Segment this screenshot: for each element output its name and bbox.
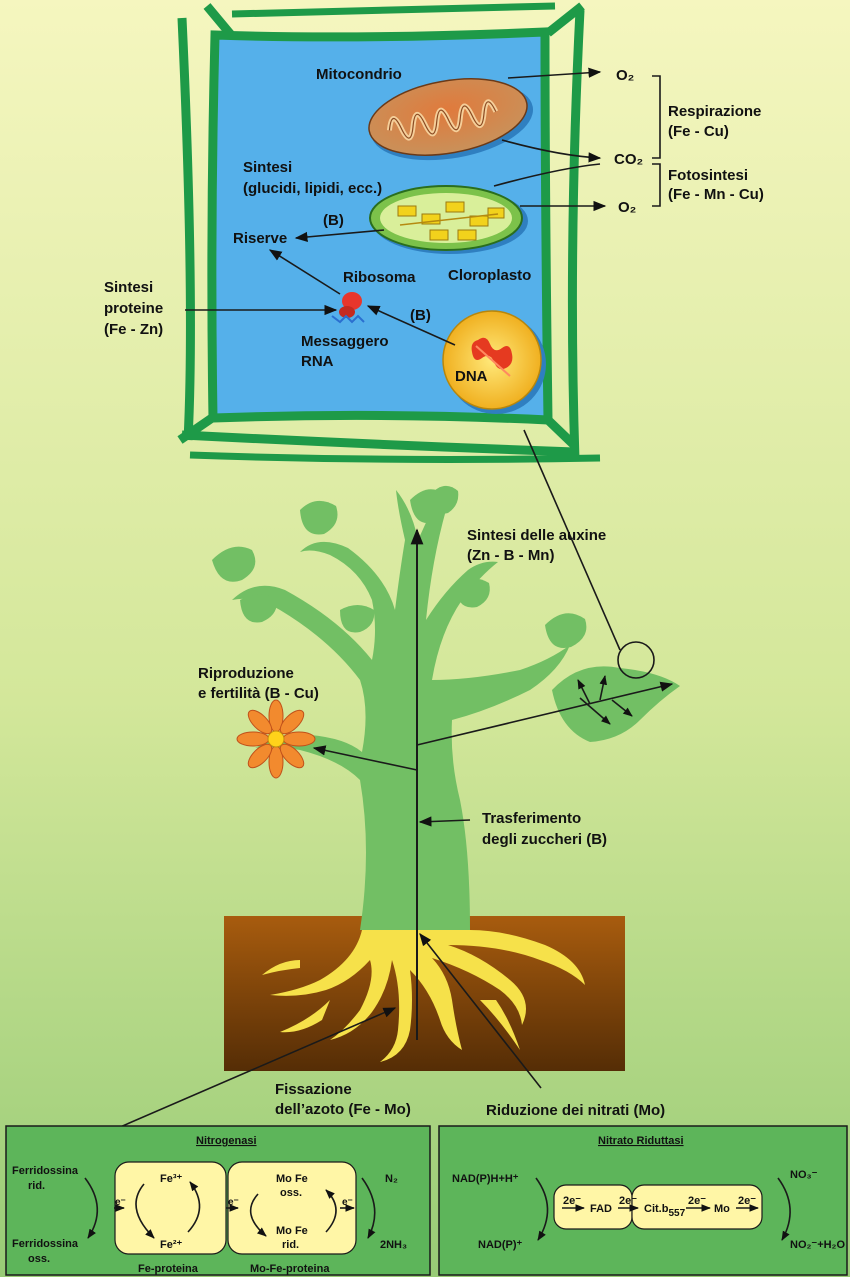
label-mofe-rid-2: rid. [282, 1239, 299, 1251]
label-cloroplasto: Cloroplasto [448, 267, 531, 284]
label-riserve: Riserve [233, 230, 287, 247]
label-fe-proteina: Fe-proteina [138, 1263, 199, 1275]
label-dna: DNA [455, 368, 488, 385]
label-fe2: Fe²⁺ [160, 1239, 183, 1251]
label-mitocondrio: Mitocondrio [316, 66, 402, 83]
label-co2: CO₂ [614, 151, 643, 168]
label-auxine: Sintesi delle auxine [467, 527, 606, 544]
label-2nh3: 2NH₃ [380, 1239, 407, 1251]
label-fissazione-2: dell’azoto (Fe - Mo) [275, 1101, 411, 1118]
label-rna: RNA [301, 353, 334, 370]
label-n2: N₂ [385, 1173, 398, 1185]
label-ferridossina-rid-2: rid. [28, 1180, 45, 1192]
label-nadp: NAD(P)⁺ [478, 1239, 522, 1251]
label-riproduzione: Riproduzione [198, 665, 294, 682]
nitrato-panel: Nitrato Riduttasi [439, 1126, 847, 1275]
label-fe3: Fe³⁺ [160, 1173, 183, 1185]
label-proteine: proteine [104, 300, 163, 317]
label-respirazione: Respirazione [668, 103, 761, 120]
label-2e-d: 2e⁻ [738, 1195, 756, 1207]
label-ferridossina-rid: Ferridossina [12, 1165, 79, 1177]
label-riduzione-nitrati: Riduzione dei nitrati (Mo) [486, 1102, 665, 1119]
label-2e-c: 2e⁻ [688, 1195, 706, 1207]
label-mofe-oss-2: oss. [280, 1187, 302, 1199]
label-2e-b: 2e⁻ [619, 1195, 637, 1207]
label-nadph: NAD(P)H+H⁺ [452, 1173, 519, 1185]
label-b1: (B) [323, 212, 344, 229]
label-ferridossina-oss: Ferridossina [12, 1238, 79, 1250]
label-riproduzione-2: e fertilità (B - Cu) [198, 685, 319, 702]
label-mofe-rid: Mo Fe [276, 1225, 308, 1237]
nitrato-title: Nitrato Riduttasi [598, 1135, 684, 1147]
nitrogenasi-title: Nitrogenasi [196, 1135, 257, 1147]
label-sintesi: Sintesi [243, 159, 292, 176]
label-fotosintesi-el: (Fe - Mn - Cu) [668, 186, 764, 203]
label-2e-a: 2e⁻ [563, 1195, 581, 1207]
flower [237, 700, 315, 778]
label-no2: NO₂⁻+H₂O [790, 1239, 845, 1251]
label-no3: NO₃⁻ [790, 1169, 818, 1181]
label-ferridossina-oss-2: oss. [28, 1253, 50, 1265]
label-fotosintesi: Fotosintesi [668, 167, 748, 184]
label-mofe-oss: Mo Fe [276, 1173, 308, 1185]
label-mofe-proteina: Mo-Fe-proteina [250, 1263, 330, 1275]
label-o2-top: O₂ [616, 67, 634, 84]
label-sintesi-proteine: Sintesi [104, 279, 153, 296]
label-respirazione-el: (Fe - Cu) [668, 123, 729, 140]
label-trasferimento-2: degli zuccheri (B) [482, 831, 607, 848]
label-e3: e⁻ [342, 1197, 353, 1208]
label-fad: FAD [590, 1203, 612, 1215]
label-sintesi-2: (glucidi, lipidi, ecc.) [243, 180, 382, 197]
label-trasferimento: Trasferimento [482, 810, 581, 827]
label-o2-bottom: O₂ [618, 199, 636, 216]
label-b2: (B) [410, 307, 431, 324]
label-e1: e⁻ [115, 1197, 126, 1208]
label-e2: e⁻ [228, 1197, 239, 1208]
label-mo: Mo [714, 1203, 730, 1215]
label-auxine-el: (Zn - B - Mn) [467, 547, 554, 564]
label-ribosoma: Ribosoma [343, 269, 416, 286]
label-messaggero: Messaggero [301, 333, 389, 350]
label-proteine-el: (Fe - Zn) [104, 321, 163, 338]
label-fissazione: Fissazione [275, 1081, 352, 1098]
nitrogenasi-panel: Nitrogenasi [6, 1126, 430, 1275]
